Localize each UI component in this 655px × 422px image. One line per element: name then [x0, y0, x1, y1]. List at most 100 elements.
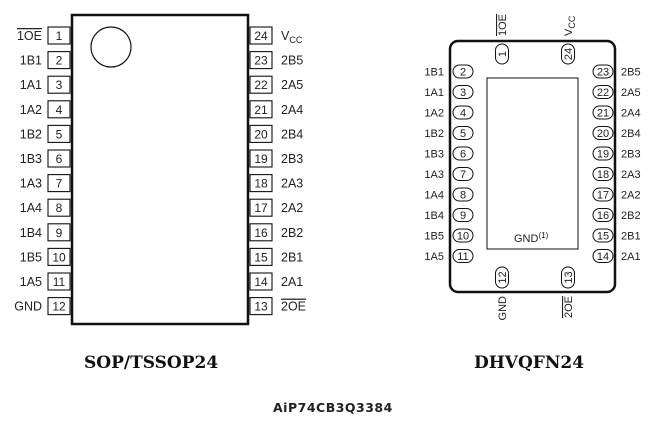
pin-pad [592, 249, 614, 263]
pin-number: 19 [597, 149, 609, 161]
pin-box [249, 198, 273, 217]
pin-box [47, 75, 71, 94]
pin-number: 24 [563, 48, 575, 60]
pin-box [47, 26, 71, 45]
pin-label: 2A5 [621, 87, 641, 99]
pin-number: 3 [460, 87, 466, 99]
pin-box [47, 297, 71, 316]
pin-label: 1B2 [20, 127, 42, 141]
pin-box [47, 223, 71, 242]
pin-label: 2B5 [621, 67, 641, 79]
pin-box [47, 272, 71, 291]
pin-box [47, 174, 71, 193]
pin-number: 11 [53, 275, 66, 289]
pin-number: 16 [597, 210, 609, 222]
pin-label: VCC [563, 15, 577, 36]
pin-number: 17 [597, 190, 609, 202]
pin-label: 2B5 [281, 54, 303, 68]
pin-label: 2A2 [621, 190, 641, 202]
pin-pad [592, 126, 614, 140]
sop-caption: SOP/TSSOP24 [84, 353, 219, 373]
pin-number: 14 [254, 275, 268, 289]
pin-number: 4 [56, 103, 63, 117]
pin-label: 1A5 [424, 251, 444, 263]
pin-number: 6 [460, 149, 466, 161]
pin-number: 16 [254, 226, 268, 240]
pin-number: 22 [597, 87, 609, 99]
qfn-body [448, 39, 617, 294]
pin-label: 1OE [17, 29, 42, 43]
pin-label: 2A5 [281, 78, 303, 92]
pin-number: 14 [597, 251, 609, 263]
pin-box [47, 124, 71, 143]
pin-label: 2A4 [621, 108, 641, 120]
pin-label: GND [14, 300, 42, 314]
pin-box [249, 223, 273, 242]
pin-pad [592, 85, 614, 99]
pin-number: 7 [56, 177, 63, 191]
qfn-pin-top: 24 VCC [561, 15, 577, 65]
pin-number: 1 [56, 29, 63, 43]
pin-label: 1A2 [20, 103, 42, 117]
pin-pad [452, 167, 474, 181]
pin-pad [561, 266, 575, 289]
sop-pin-left: 7 1A3 [20, 174, 71, 193]
pin-label: 1OE [497, 14, 509, 36]
pin-box [249, 75, 273, 94]
sop-package: 11OE21B131A141A251B261B371A381A491B4101B… [14, 13, 306, 326]
pin-label: 1A1 [424, 87, 444, 99]
qfn-pin-right: 19 2B3 [592, 146, 641, 161]
pin-label: 2A3 [621, 169, 641, 181]
pin-pad [495, 266, 509, 289]
pin-label: GND [497, 296, 509, 321]
pin-box [249, 100, 273, 119]
pin-box [47, 51, 71, 70]
pin-box [47, 247, 71, 266]
pin-number: 7 [460, 169, 466, 181]
pin-pad [592, 208, 614, 222]
pin-label: 1A3 [424, 169, 444, 181]
pin-label: VCC [281, 29, 303, 45]
qfn-pin-right: 22 2A5 [592, 85, 641, 99]
sop-pins: 11OE21B131A141A251B261B371A381A491B4101B… [14, 26, 306, 316]
pin-number: 20 [597, 128, 609, 140]
sop-body [70, 13, 250, 326]
exposed-pad [486, 77, 579, 250]
qfn-caption: DHVQFN24 [474, 353, 585, 373]
pin-pad [592, 167, 614, 181]
pin-number: 10 [52, 250, 66, 264]
pin-label: 2A1 [621, 251, 641, 263]
pin-box [249, 174, 273, 193]
pin-number: 15 [597, 231, 609, 243]
qfn-pin-right: 17 2A2 [592, 187, 641, 202]
pin-number: 2 [56, 54, 63, 68]
pin-pad [452, 126, 474, 140]
pin-number: 6 [56, 152, 63, 166]
pin-label: 2B3 [621, 149, 641, 161]
qfn-package: GND(1) 21B131A141A251B261B371A381A491B41… [424, 14, 640, 320]
pin-label: 1A3 [20, 177, 42, 191]
pin-number: 22 [254, 78, 268, 92]
pin-pad [592, 64, 614, 79]
pin-pad [592, 228, 614, 243]
pin-number: 12 [52, 300, 66, 314]
pin-number: 9 [56, 226, 63, 240]
pin-label-subscript: CC [567, 15, 577, 28]
